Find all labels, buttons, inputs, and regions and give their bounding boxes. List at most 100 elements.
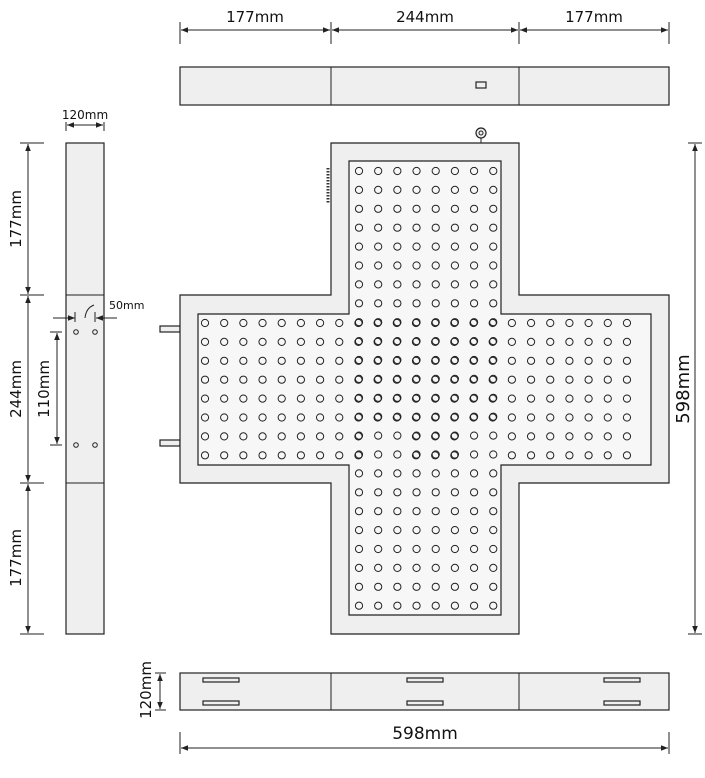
dim-side-middle: 244mm xyxy=(7,360,25,418)
led-dot xyxy=(374,204,383,213)
led-dot xyxy=(315,451,325,460)
dim-side-top: 177mm xyxy=(7,190,25,248)
led-dot xyxy=(315,375,325,384)
led-dot xyxy=(450,204,459,213)
led-dot xyxy=(239,356,248,365)
led-dot xyxy=(622,413,632,422)
led-dot xyxy=(622,356,632,365)
led-dot xyxy=(584,451,593,460)
led-dot xyxy=(393,166,402,176)
led-dot xyxy=(469,450,479,459)
led-dot xyxy=(469,431,479,440)
led-dot xyxy=(431,375,440,384)
led-dot xyxy=(603,394,612,403)
led-dot xyxy=(315,318,325,328)
led-dot xyxy=(450,431,459,440)
led-dot xyxy=(584,432,593,441)
led-dot xyxy=(393,469,402,478)
led-dot xyxy=(374,601,383,610)
led-dot xyxy=(431,355,440,365)
led-dot xyxy=(489,412,498,421)
led-dot xyxy=(374,261,383,270)
led-dot xyxy=(393,242,402,251)
led-dot xyxy=(526,375,536,384)
led-dot xyxy=(622,394,632,403)
led-dot xyxy=(431,261,440,270)
led-dot xyxy=(450,166,459,176)
led-dot xyxy=(603,356,612,365)
led-dot xyxy=(469,204,479,213)
led-dot xyxy=(354,544,364,554)
led-dot xyxy=(526,394,536,403)
led-dot xyxy=(354,318,364,327)
led-dot xyxy=(469,393,479,402)
led-dot xyxy=(220,394,229,403)
led-dot xyxy=(450,413,459,422)
led-dot xyxy=(489,601,498,610)
led-dot xyxy=(296,394,305,403)
led-dot xyxy=(450,601,459,610)
led-dot xyxy=(507,375,516,384)
led-dot xyxy=(239,451,248,460)
dim-hole-horizontal: 50mm xyxy=(109,299,144,312)
led-dot xyxy=(431,337,440,346)
dim-top-right: 177mm xyxy=(565,8,623,26)
led-dot xyxy=(258,394,267,403)
led-dot xyxy=(489,507,498,516)
led-dot xyxy=(469,507,479,516)
led-dot xyxy=(374,526,383,535)
led-dot xyxy=(296,432,305,441)
led-dot xyxy=(469,412,479,421)
led-dot xyxy=(431,393,440,402)
led-dot xyxy=(489,185,498,194)
led-dot xyxy=(489,563,498,573)
led-dot xyxy=(354,299,364,308)
led-dot xyxy=(431,318,440,328)
led-dot xyxy=(393,280,402,289)
led-dot xyxy=(412,166,421,176)
led-dot xyxy=(469,299,479,308)
led-dot xyxy=(411,394,421,403)
led-dot xyxy=(374,582,383,591)
led-dot xyxy=(584,375,593,384)
led-dot xyxy=(277,356,286,365)
led-dot xyxy=(411,432,421,441)
led-dot xyxy=(489,393,498,402)
led-dot xyxy=(277,451,286,460)
led-dot xyxy=(450,432,459,441)
led-dot xyxy=(239,413,248,422)
led-dot xyxy=(412,393,421,402)
led-dot xyxy=(469,374,479,383)
led-dot xyxy=(565,394,574,403)
led-dot xyxy=(431,412,440,421)
dim-top-left: 177mm xyxy=(226,8,284,26)
led-dot xyxy=(450,337,459,346)
led-dot xyxy=(392,413,401,422)
led-dot xyxy=(374,544,383,554)
led-dot xyxy=(565,375,574,384)
led-dot xyxy=(373,375,382,384)
led-dot xyxy=(565,318,574,328)
dim-top-middle: 244mm xyxy=(396,8,454,26)
led-dot xyxy=(239,318,248,328)
led-dot xyxy=(546,432,555,441)
led-dot xyxy=(277,318,286,328)
led-dot xyxy=(489,261,498,270)
led-dot xyxy=(526,337,536,346)
led-dot xyxy=(354,355,364,365)
led-dot xyxy=(393,488,402,497)
led-dot xyxy=(393,355,402,365)
led-dot xyxy=(374,280,383,289)
led-dot xyxy=(489,318,498,327)
led-dot xyxy=(354,469,364,478)
led-dot xyxy=(412,242,421,251)
led-dot xyxy=(393,601,402,610)
led-dot xyxy=(431,356,440,365)
led-dot xyxy=(393,299,402,308)
led-dot xyxy=(412,204,421,213)
led-dot xyxy=(374,488,383,497)
dim-side-bottom: 177mm xyxy=(7,529,25,587)
dim-total-width: 598mm xyxy=(392,724,458,744)
led-dot xyxy=(450,280,459,289)
led-dot xyxy=(450,582,459,591)
